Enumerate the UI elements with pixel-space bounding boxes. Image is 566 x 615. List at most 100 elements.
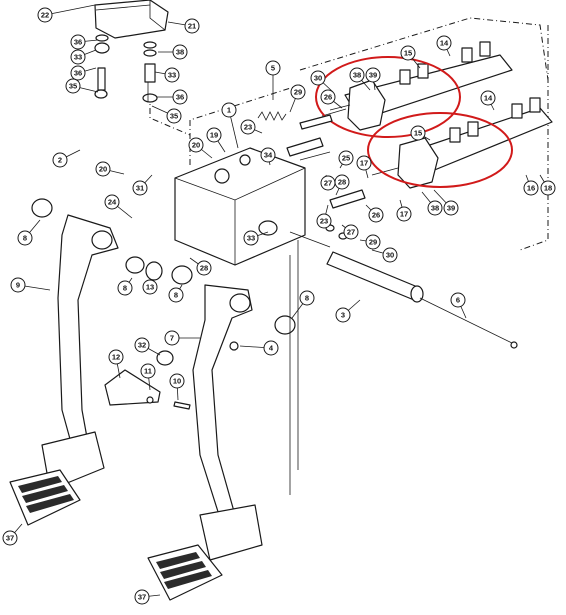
- callout-33: 33: [70, 49, 97, 65]
- callout-circle: [349, 67, 365, 83]
- callout-19: 19: [206, 127, 226, 153]
- callout-8: 8: [117, 277, 133, 296]
- callout-circle: [17, 230, 33, 246]
- callout-number: 33: [74, 53, 82, 62]
- callout-circle: [265, 60, 281, 76]
- callout-circle: [95, 161, 111, 177]
- callout-28: 28: [189, 257, 212, 276]
- callout-circle: [365, 234, 381, 250]
- callout-number: 27: [324, 179, 332, 188]
- callout-20: 20: [188, 137, 213, 159]
- callout-18: 18: [539, 174, 556, 196]
- callout-circle: [260, 147, 276, 163]
- callout-number: 4: [269, 344, 274, 353]
- callout-27: 27: [320, 174, 336, 191]
- callout-number: 31: [136, 184, 144, 193]
- callout-number: 10: [173, 377, 181, 386]
- callout-38: 38: [349, 67, 371, 91]
- callout-circle: [172, 44, 188, 60]
- callout-27: 27: [341, 224, 359, 240]
- callout-number: 35: [69, 82, 77, 91]
- callout-7: 7: [164, 330, 200, 346]
- callout-number: 28: [338, 178, 346, 187]
- callout-number: 14: [484, 94, 493, 103]
- callout-circle: [320, 89, 336, 105]
- callout-1: 1: [221, 102, 239, 149]
- callout-circle: [134, 589, 150, 605]
- callout-14: 14: [436, 35, 452, 57]
- callout-circle: [104, 194, 120, 210]
- callout-circle: [70, 49, 86, 65]
- callout-circle: [70, 34, 86, 50]
- callout-circle: [368, 207, 384, 223]
- pedal-pad-left: [9, 469, 81, 526]
- callout-number: 17: [400, 210, 408, 219]
- pedal-left: [41, 214, 119, 491]
- stop-bracket: [104, 341, 239, 410]
- callout-22: 22: [37, 4, 96, 23]
- callout-34: 34: [260, 147, 276, 166]
- callout-number: 39: [369, 71, 377, 80]
- callout-number: 20: [99, 165, 107, 174]
- callout-33: 33: [243, 230, 269, 246]
- callout-number: 6: [456, 296, 460, 305]
- callout-number: 30: [386, 251, 394, 260]
- callout-circle: [142, 279, 158, 295]
- callout-14: 14: [480, 90, 496, 111]
- callout-number: 3: [341, 311, 345, 320]
- callout-number: 33: [168, 71, 176, 80]
- callout-circle: [172, 89, 188, 105]
- callout-28: 28: [334, 174, 350, 196]
- callout-17: 17: [356, 155, 372, 179]
- pushrods: [286, 114, 366, 240]
- callout-number: 8: [305, 294, 309, 303]
- callout-number: 20: [192, 141, 200, 150]
- callout-3: 3: [335, 299, 361, 323]
- callout-16: 16: [523, 174, 539, 196]
- callout-circle: [196, 260, 212, 276]
- callout-number: 38: [353, 71, 361, 80]
- callout-number: 11: [144, 367, 152, 376]
- callout-9: 9: [10, 277, 51, 293]
- guide-lines: [289, 240, 299, 495]
- callout-11: 11: [140, 363, 156, 391]
- callout-number: 29: [369, 238, 377, 247]
- callout-number: 24: [108, 198, 117, 207]
- callout-39: 39: [433, 189, 459, 216]
- callout-number: 8: [23, 234, 27, 243]
- callout-8: 8: [17, 219, 41, 246]
- callout-23: 23: [316, 204, 332, 229]
- reservoir-fittings-left: [94, 34, 110, 99]
- callout-number: 7: [170, 334, 174, 343]
- callout-32: 32: [134, 337, 161, 356]
- callout-circle: [443, 200, 459, 216]
- callout-30: 30: [310, 70, 334, 93]
- pedal-box-bracket: [174, 147, 306, 266]
- callout-circle: [356, 155, 372, 171]
- callout-35: 35: [151, 105, 182, 124]
- callout-number: 15: [414, 129, 422, 138]
- callout-number: 36: [74, 69, 82, 78]
- callout-number: 35: [170, 112, 178, 121]
- callout-15: 15: [400, 45, 421, 69]
- callout-36: 36: [157, 89, 188, 105]
- callout-circle: [400, 45, 416, 61]
- callout-30: 30: [371, 247, 398, 263]
- callout-circle: [132, 180, 148, 196]
- callout-10: 10: [169, 373, 185, 401]
- callout-circle: [396, 206, 412, 222]
- callout-number: 21: [188, 22, 196, 31]
- callout-circle: [338, 150, 354, 166]
- callout-circle: [450, 292, 466, 308]
- pivot-shaft: [326, 251, 424, 303]
- callout-circle: [117, 280, 133, 296]
- callout-number: 18: [544, 184, 552, 193]
- reservoir-part: [94, 0, 169, 39]
- callout-number: 33: [247, 234, 255, 243]
- callout-number: 13: [146, 283, 154, 292]
- callout-circle: [365, 67, 381, 83]
- callout-circle: [310, 70, 326, 86]
- callout-circle: [316, 213, 332, 229]
- callout-circle: [164, 330, 180, 346]
- callout-number: 38: [176, 48, 184, 57]
